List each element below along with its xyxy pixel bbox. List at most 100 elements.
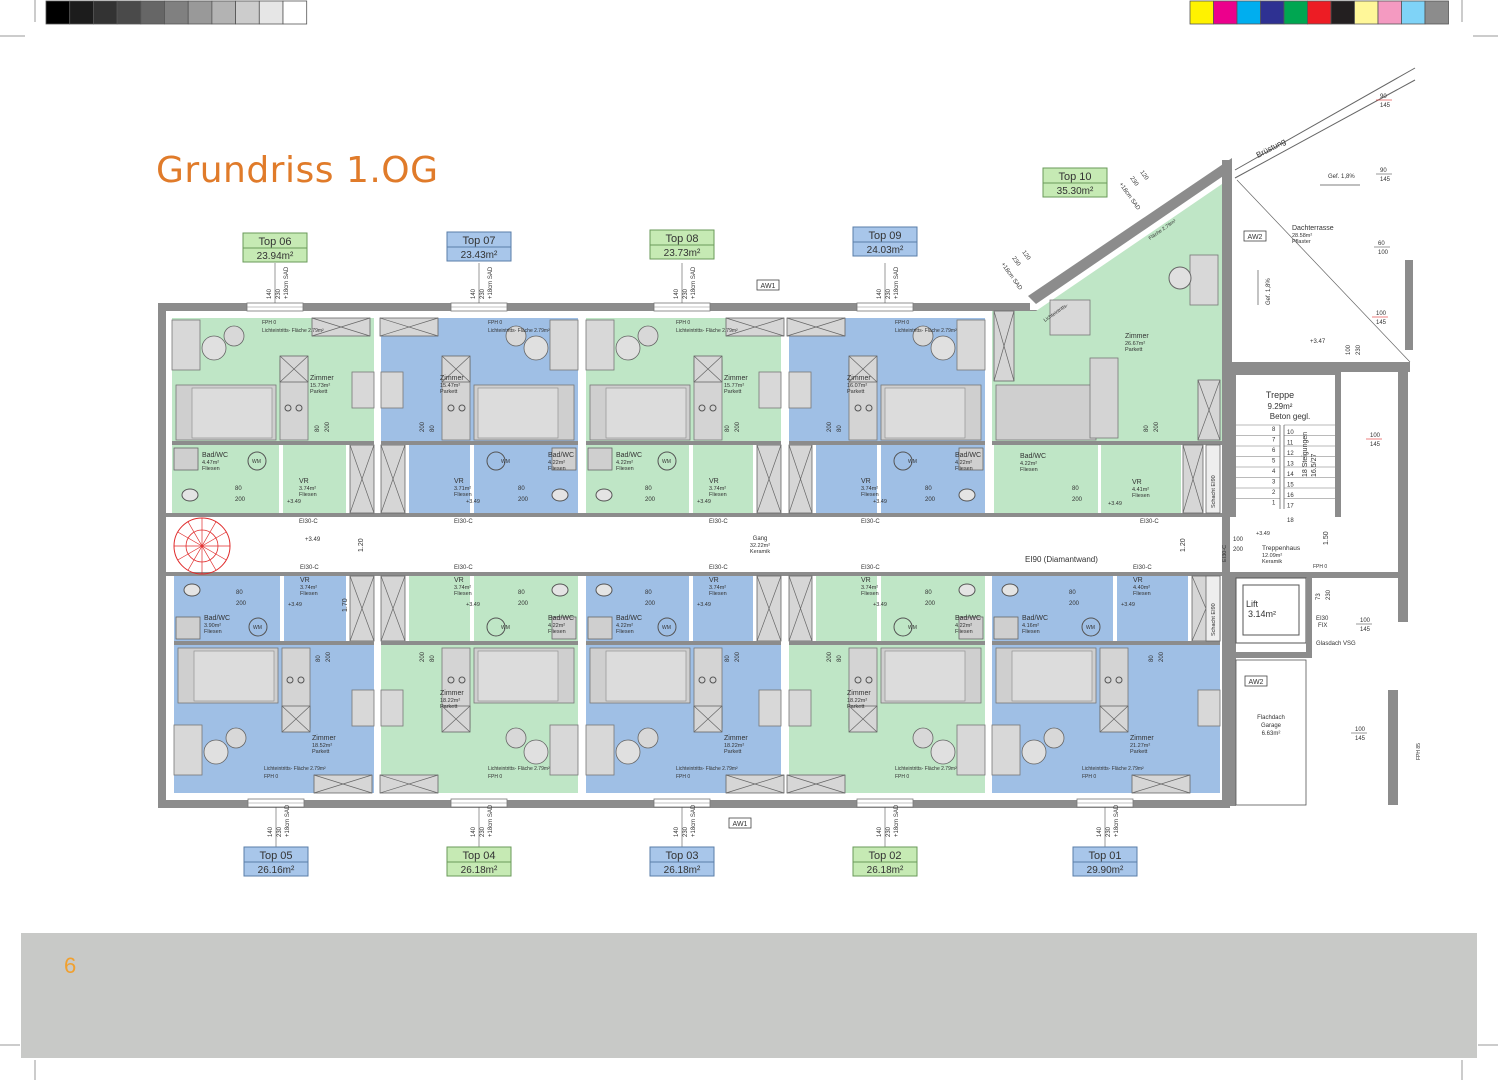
shower: [958, 616, 984, 640]
partition-wall: [174, 641, 374, 645]
sofa: [585, 319, 615, 371]
armchair: [912, 727, 934, 749]
bad-label: Bad/WC: [548, 452, 574, 459]
bruestung-line: [1234, 79, 1416, 179]
stove-icon: [284, 404, 292, 412]
door-width: 80: [518, 486, 525, 492]
corridor-width: 1.20: [358, 538, 365, 552]
aw1-label: AW1: [761, 283, 776, 290]
unit-tag-top-06-area: 23.94m²: [257, 251, 294, 262]
grayscale-swatch: [45, 0, 71, 25]
bed-mattress: [191, 387, 273, 439]
light-area-label: Lichteintritts- Fläche 2.79m²: [488, 766, 550, 772]
wardrobe-x: [1131, 774, 1191, 794]
unit-tag-top-08-area-box: [649, 244, 715, 260]
bad-floor: Fliesen: [204, 629, 222, 635]
compass-spoke: [187, 545, 203, 571]
coffee-table: [1168, 266, 1192, 290]
toilet-icon: [551, 488, 569, 502]
door-width: 80: [645, 590, 652, 596]
lift-area: 3.14m²: [1248, 609, 1276, 619]
schacht: [1205, 444, 1221, 514]
wardrobe-x: [786, 774, 846, 794]
bad-area: 4.22m²: [616, 460, 633, 466]
grayscale-swatch: [116, 0, 142, 25]
level-mark: +3.49: [466, 602, 480, 608]
grayscale-swatch: [187, 0, 213, 25]
corridor-wall-bottom: [166, 572, 1222, 576]
window-width: 140: [268, 826, 274, 837]
dining-table: [788, 689, 812, 727]
wardrobe-x: [725, 317, 785, 337]
washing-machine-label: WM: [662, 625, 671, 631]
shaft-x: [380, 444, 406, 514]
window-size-width: 100: [1370, 433, 1381, 439]
bad-room: [994, 445, 1098, 513]
bed-mattress: [884, 650, 966, 702]
vr-label: VR: [861, 577, 871, 584]
unit-tag-top-05-area-box: [243, 861, 309, 877]
shaft-x: [349, 444, 375, 514]
bed-mattress: [605, 650, 687, 702]
vr-room: [409, 576, 470, 641]
vr-floor: Fliesen: [861, 492, 879, 498]
fph-label: FPH 0: [488, 320, 502, 326]
shower: [175, 616, 201, 640]
bad-label: Bad/WC: [955, 615, 981, 622]
bad-label: Bad/WC: [202, 452, 228, 459]
window-sill: +18cm SAD: [999, 262, 1023, 292]
zimmer-label: Zimmer: [847, 690, 871, 697]
dining-table: [380, 689, 404, 727]
grayscale-swatch: [211, 0, 236, 25]
fridge-x: [441, 355, 471, 383]
slope-label: Gef. 1,8%: [1328, 174, 1355, 180]
compass-rose-icon: [173, 517, 231, 575]
stove-icon: [709, 676, 717, 684]
grayscale-swatch: [235, 0, 260, 25]
level-mark: +3.49: [1108, 501, 1122, 507]
washing-machine-label: WM: [1086, 625, 1095, 631]
bad-area: 3.90m²: [204, 623, 221, 629]
corridor-gang: [172, 517, 1222, 572]
door-height: 200: [420, 421, 426, 432]
dining-table: [1197, 689, 1221, 727]
door-width: 80: [1149, 655, 1155, 662]
window-sill: +18cm SAD: [894, 266, 900, 299]
toilet-icon: [181, 488, 199, 502]
unit-tag-top-06-area-box: [242, 247, 308, 263]
window-height: 230: [277, 826, 283, 837]
lift-wall: [1236, 652, 1312, 658]
window-height: 230: [480, 826, 486, 837]
door-height: 200: [1233, 547, 1244, 553]
washing-machine-label: WM: [501, 459, 510, 465]
level-mark: +3.49: [697, 602, 711, 608]
door-fire-rating: EI30-C: [454, 519, 473, 525]
lift-label: Lift: [1246, 599, 1259, 609]
zimmer-floor: Parkett: [847, 704, 865, 710]
door-width: 100: [1233, 537, 1244, 543]
window-sill: +18cm SAD: [285, 804, 291, 837]
door-height: 200: [735, 651, 741, 662]
unit-tag-top-03-label: Top 03: [665, 850, 698, 862]
vr-area: 4.40m²: [1133, 585, 1150, 591]
unit-tag-top-02-area: 26.18m²: [867, 865, 904, 876]
zimmer-area: 18.22m²: [440, 698, 460, 704]
door-height: 200: [235, 497, 246, 503]
bad-label: Bad/WC: [204, 615, 230, 622]
zimmer-label: Zimmer: [440, 690, 464, 697]
coffee-table: [523, 739, 549, 765]
vr-room: [816, 445, 877, 513]
unit-tag-top-10-area-box: [1042, 182, 1108, 198]
unit-tag-top-02-label: Top 02: [868, 850, 901, 862]
fridge-x: [848, 355, 878, 383]
toilet-icon: [595, 488, 613, 502]
window-width: 140: [674, 288, 680, 299]
wardrobe-x: [311, 317, 371, 337]
door-width: 80: [925, 590, 932, 596]
glasdach-label: Glasdach VSG: [1316, 641, 1356, 647]
bed-mattress: [884, 387, 966, 439]
stair-wall: [1335, 372, 1341, 517]
light-area-label: Lichteintritts- Fläche 2.79m²: [488, 328, 550, 334]
door-width: 80: [236, 590, 243, 596]
dachterrasse-floor: Pflaster: [1292, 239, 1311, 245]
